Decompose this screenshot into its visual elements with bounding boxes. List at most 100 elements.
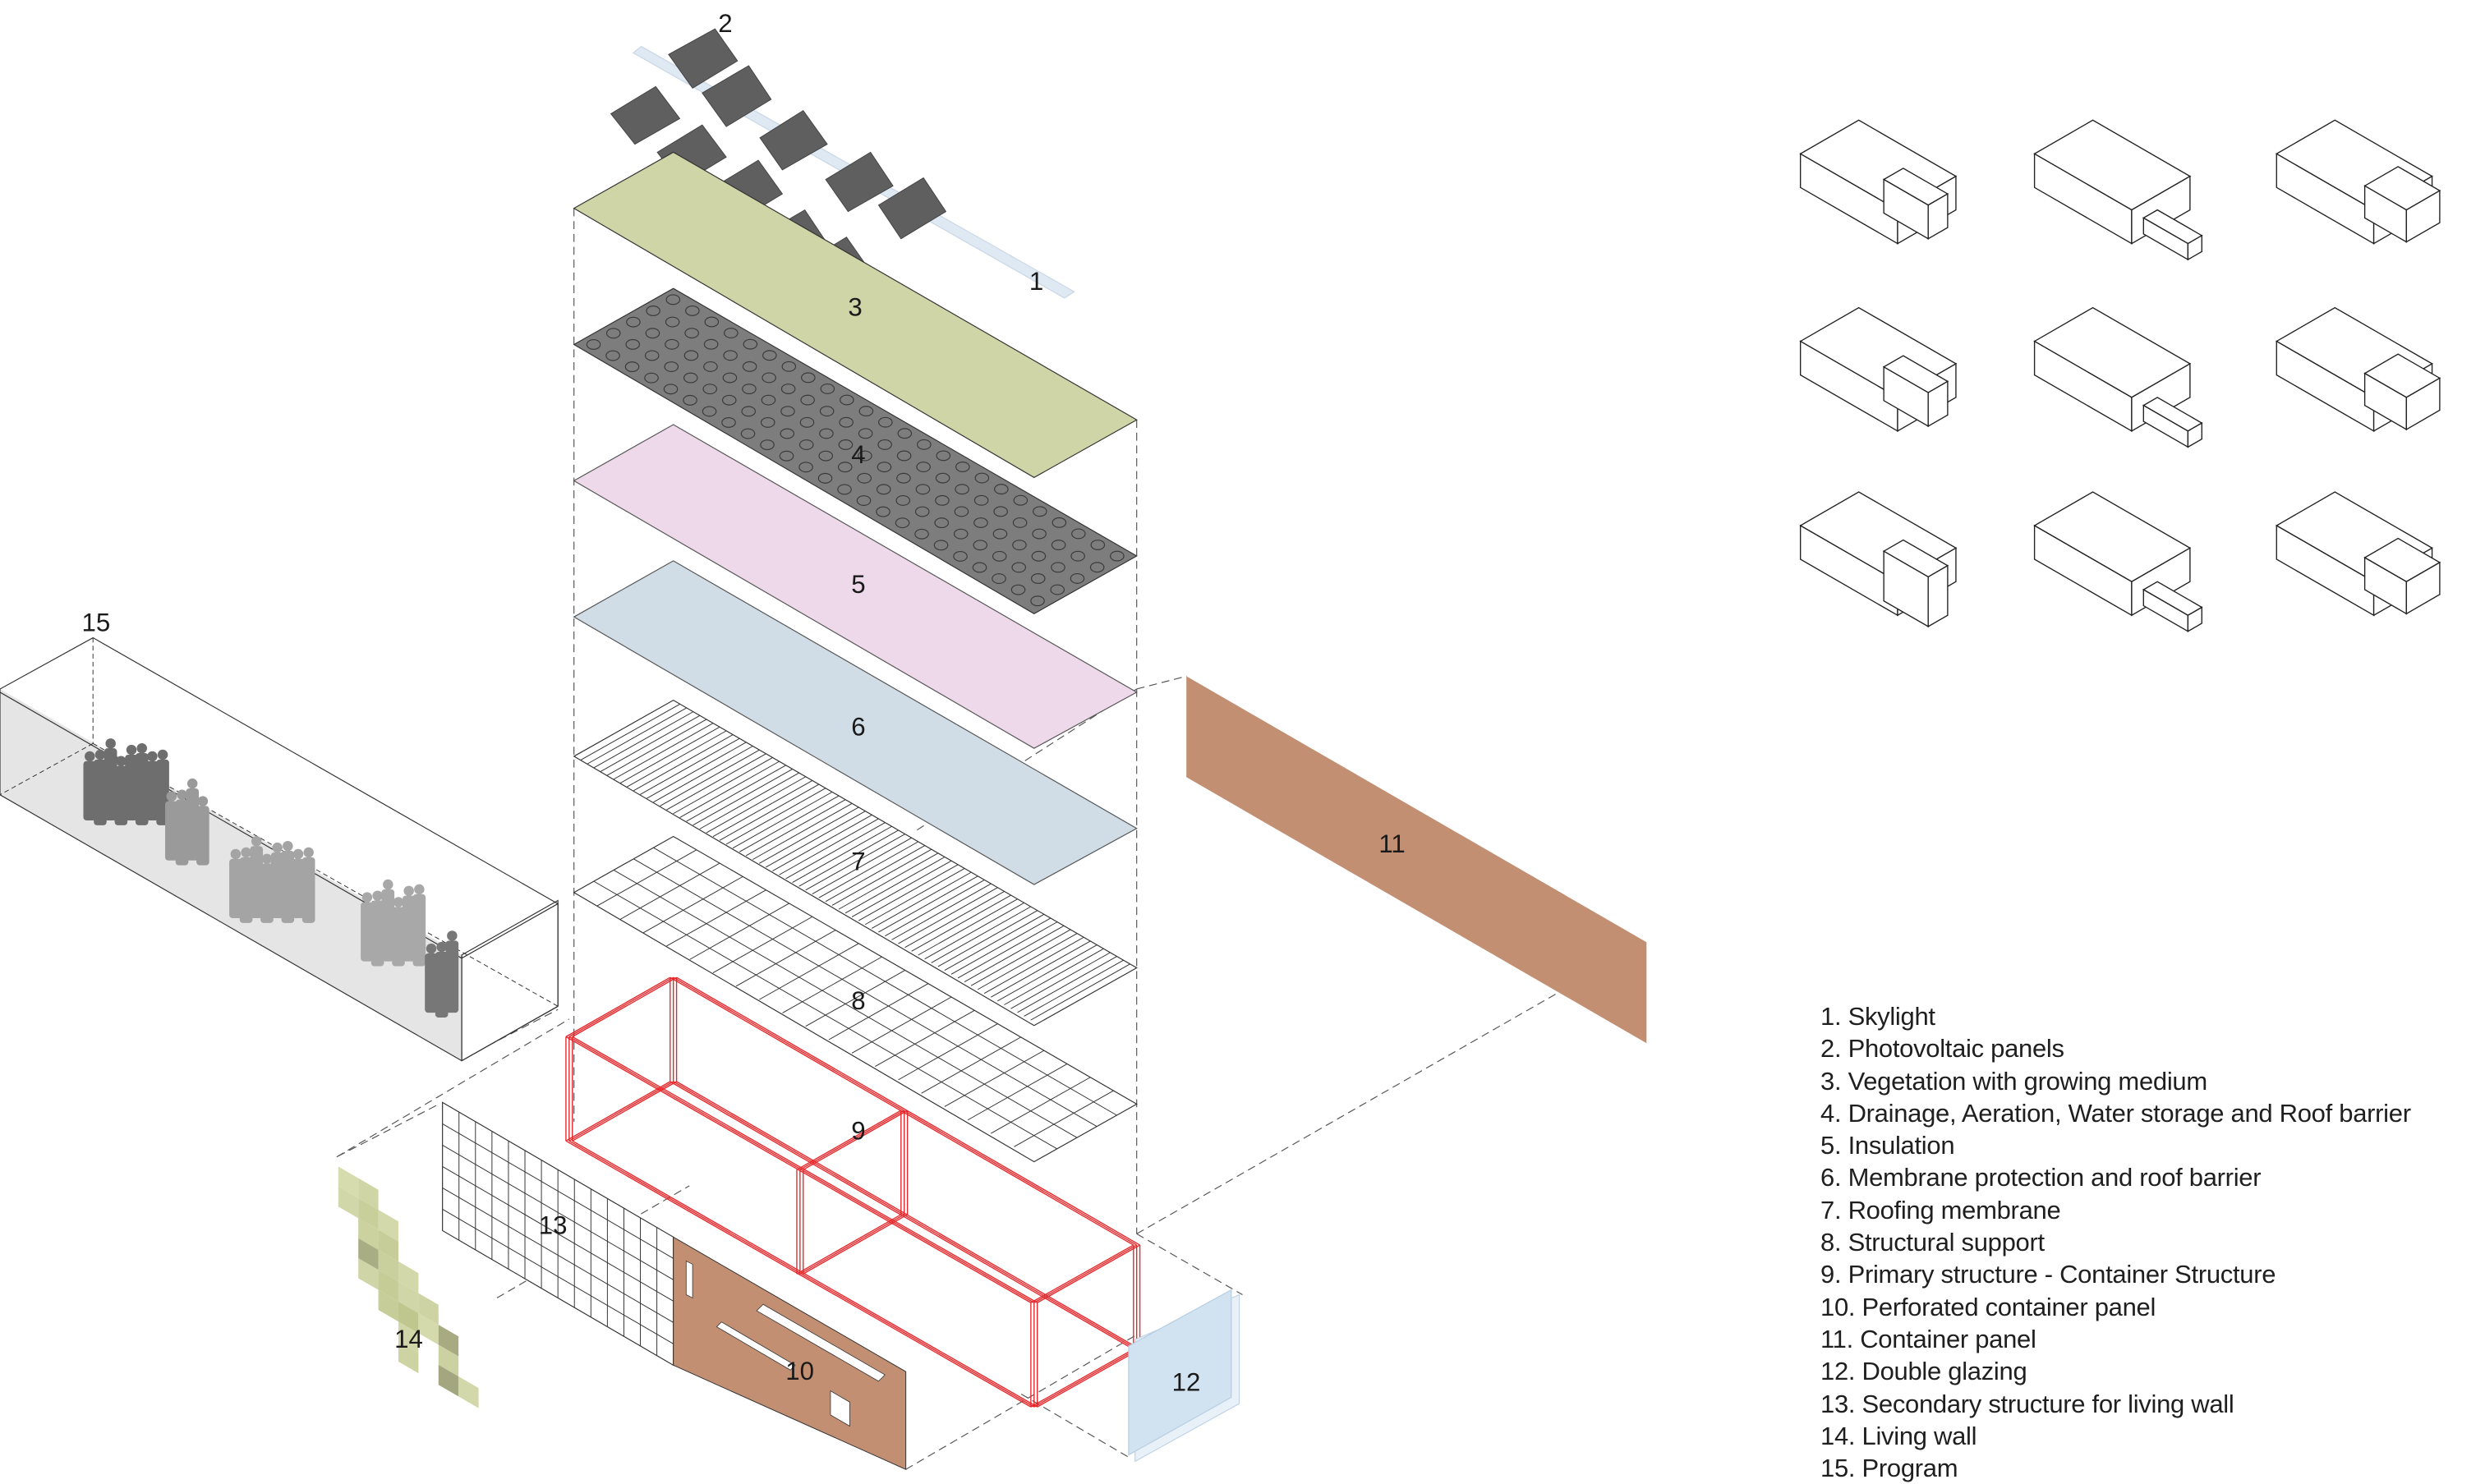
hatch-line (950, 917, 1052, 975)
person-head (94, 749, 106, 760)
drainage-dimple (896, 472, 911, 484)
grid-line (653, 847, 1117, 1116)
hatch-line (739, 795, 840, 852)
massing-front (2405, 190, 2441, 243)
person-body (94, 759, 107, 825)
drainage-dimple (1052, 517, 1067, 528)
drainage-dimple (917, 439, 932, 450)
legend-item-2: 2. Photovoltaic panels (1820, 1034, 2064, 1064)
person-body (125, 754, 138, 820)
drainage-dimple (878, 416, 893, 428)
hatch-line (766, 811, 866, 868)
hatch-line (745, 799, 846, 857)
person-body (196, 806, 209, 866)
drainage-dimple (973, 494, 989, 506)
living-wall-cell (358, 1218, 379, 1250)
living-wall-cell (438, 1325, 459, 1357)
drainage-dimple (703, 361, 718, 372)
drainage-dimple (780, 406, 795, 417)
hatch-line (937, 910, 1038, 967)
hatch-line (957, 921, 1058, 979)
drainage-dimple (934, 517, 950, 529)
frame-member (1030, 1244, 1134, 1303)
grid-line (633, 858, 1098, 1128)
program-box (0, 636, 559, 1062)
hatch-line (653, 746, 753, 803)
callout-8: 8 (851, 986, 865, 1015)
frame-member (565, 1140, 1032, 1408)
legend-item-10: 10. Perforated container panel (1820, 1292, 2156, 1321)
hatch-line (706, 776, 807, 834)
person-body (425, 953, 438, 1013)
person-body (165, 801, 178, 861)
callout-3: 3 (848, 292, 862, 321)
drainage-dimple (742, 384, 757, 395)
drainage-dimple (858, 406, 874, 417)
legend-item-13: 13. Secondary structure for living wall (1820, 1389, 2234, 1418)
hatch-line (686, 765, 786, 822)
legend: 1. Skylight 2. Photovoltaic panels 3. Ve… (1820, 1000, 2411, 1484)
drainage-dimple (605, 328, 621, 339)
drainage-dimple (935, 472, 950, 484)
drainage-dimple (955, 462, 970, 472)
drainage-dimple (914, 506, 930, 517)
drainage-dimple (819, 428, 834, 439)
hatch-line (619, 726, 720, 783)
vegetation-layer (573, 151, 1138, 479)
person-body (145, 760, 159, 820)
massing-variants (1799, 119, 2441, 632)
callout-11: 11 (1378, 829, 1405, 858)
callout-14: 14 (394, 1325, 423, 1353)
person-head (177, 789, 187, 801)
grid-line (735, 930, 836, 987)
hatch-line (699, 772, 800, 829)
hatch-line (944, 913, 1045, 972)
hatch-line (851, 860, 952, 917)
drainage-dimple (760, 416, 775, 428)
person-body (412, 894, 426, 967)
drainage-dimple (817, 472, 833, 484)
hatch-line (647, 742, 747, 799)
drainage-dimple (1032, 528, 1047, 540)
person-body (229, 858, 242, 919)
hatch-line (812, 837, 912, 894)
drainage-dimple (973, 540, 988, 551)
person-head (166, 791, 177, 802)
living-wall-cell (378, 1270, 398, 1302)
drainage-dimple (665, 316, 680, 328)
frame-member (572, 976, 677, 1037)
hatch-line (931, 906, 1032, 963)
drainage-dimple (1031, 550, 1047, 562)
drainage-dimple (1090, 540, 1106, 550)
grid-line (851, 996, 952, 1054)
callout-6: 6 (851, 713, 865, 742)
person-body (292, 858, 305, 919)
drainage-dimple (1011, 562, 1027, 573)
frame-member (565, 1081, 671, 1142)
legend-item-14: 14. Living wall (1820, 1421, 1977, 1450)
frame-member (1033, 1348, 1138, 1408)
hatch-line (825, 845, 926, 903)
drainage-dimple (974, 472, 990, 484)
frame-member (799, 1214, 905, 1275)
legend-item-9: 9. Primary structure - Container Structu… (1820, 1260, 2276, 1289)
person-body (435, 951, 449, 1018)
frame-member (796, 1110, 902, 1170)
drainage-dimple (973, 517, 988, 528)
hatch-line (1024, 959, 1124, 1017)
hatch-line (838, 852, 939, 910)
person-body (370, 900, 384, 967)
grid-line (442, 1123, 674, 1259)
hatch-line (580, 703, 680, 761)
hatch-line (898, 887, 998, 944)
person-body (301, 857, 315, 923)
drainage-dimple (664, 361, 679, 372)
primary-structure-frame (565, 976, 1141, 1408)
drainage-dimple (721, 394, 737, 406)
drainage-dimple (798, 439, 814, 451)
drainage-dimple (953, 550, 968, 562)
massing-front (2405, 377, 2441, 431)
drainage-dimple (665, 294, 681, 306)
hatch-line (600, 714, 701, 772)
